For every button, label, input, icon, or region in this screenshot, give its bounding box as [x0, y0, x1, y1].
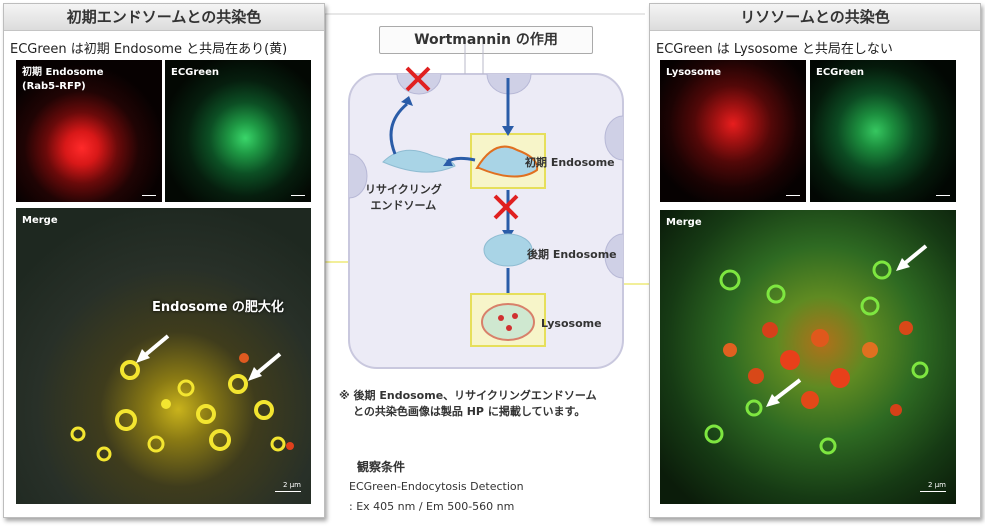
early-endosome-label: 初期 Endosome: [22, 67, 104, 78]
note-text: ※ 後期 Endosome、リサイクリングエンドソーム との共染色画像は製品 H…: [339, 388, 639, 420]
scale-bar: [936, 195, 950, 196]
early-endosome-label: 初期 Endosome: [525, 156, 615, 169]
wortmannin-diagram: Wortmannin の作用: [325, 12, 645, 527]
merge-label-right: Merge: [666, 217, 702, 228]
ecgreen-image-right: ECGreen: [810, 60, 956, 202]
late-endosome-label: 後期 Endosome: [527, 248, 617, 261]
early-endosome-image: 初期 Endosome (Rab5-RFP): [16, 60, 162, 202]
left-panel-caption: ECGreen は初期 Endosome と共局在あり(黄): [10, 42, 288, 57]
merge-label-left: Merge: [22, 215, 58, 226]
ecgreen-label-right: ECGreen: [816, 67, 864, 78]
scale-label-left: 2 μm: [283, 481, 301, 489]
scale-bar: [920, 491, 946, 492]
note-line2: との共染色画像は製品 HP に掲載しています。: [353, 405, 586, 418]
recycling-line2: エンドソーム: [370, 199, 437, 212]
lysosome-label: Lysosome: [541, 317, 602, 330]
lysosome-panel: リソソームとの共染色 ECGreen は Lysosome と共局在しない Ly…: [649, 3, 981, 518]
right-panel-title: リソソームとの共染色: [650, 4, 980, 31]
lysosome-image: Lysosome: [660, 60, 806, 202]
right-panel-caption: ECGreen は Lysosome と共局在しない: [656, 42, 893, 57]
endosome-enlargement-annotation: Endosome の肥大化: [152, 300, 284, 315]
scale-bar: [275, 491, 301, 492]
conditions-title: 観察条件: [357, 460, 406, 474]
merge-image-right: Merge 2 μm: [660, 210, 956, 504]
note-line1: ※ 後期 Endosome、リサイクリングエンドソーム: [339, 389, 597, 402]
conditions-line1: ECGreen-Endocytosis Detection: [349, 480, 524, 493]
conditions-line2: : Ex 405 nm / Em 500-560 nm: [349, 500, 515, 513]
lysosome-puncta: [704, 244, 929, 455]
diagram-title: Wortmannin の作用: [379, 26, 593, 54]
recycling-line1: リサイクリング: [365, 183, 442, 196]
scale-bar: [142, 195, 156, 196]
cell-diagram: [348, 44, 624, 369]
scale-bar: [291, 195, 305, 196]
early-endosome-panel: 初期エンドソームとの共染色 ECGreen は初期 Endosome と共局在あ…: [3, 3, 325, 518]
lysosome-image-label: Lysosome: [666, 67, 722, 78]
left-panel-title: 初期エンドソームとの共染色: [4, 4, 324, 31]
scale-label-right: 2 μm: [928, 481, 946, 489]
ecgreen-image-left: ECGreen: [165, 60, 311, 202]
merge-image-left: Merge Endosome の肥大化 2 μm: [16, 208, 311, 504]
endosome-puncta: [70, 334, 294, 462]
rab5-rfp-label: (Rab5-RFP): [22, 81, 86, 92]
scale-bar: [786, 195, 800, 196]
recycling-endosome-label: リサイクリング エンドソーム: [365, 182, 442, 214]
ecgreen-label-left: ECGreen: [171, 67, 219, 78]
